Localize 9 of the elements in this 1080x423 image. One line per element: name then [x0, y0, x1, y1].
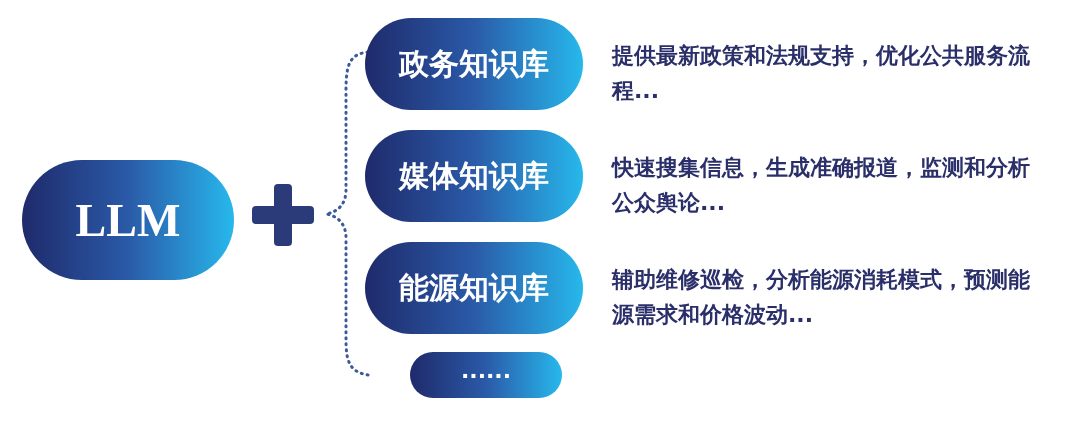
pill-label: 能源知识库	[399, 268, 549, 307]
pill-label: LLM	[75, 193, 181, 247]
pill-box	[410, 352, 562, 398]
description-text: 快速搜集信息，生成准确报道，监测和分析公众舆论...	[612, 154, 1031, 217]
pill-label: ······	[460, 362, 512, 388]
description-text: 辅助维修巡检，分析能源消耗模式，预测能源需求和价格波动...	[612, 266, 1031, 329]
description-text: 提供最新政策和法规支持，优化公共服务流程...	[612, 42, 1031, 105]
pill-label: 政务知识库	[399, 44, 549, 83]
pill-label: 媒体知识库	[399, 156, 549, 195]
